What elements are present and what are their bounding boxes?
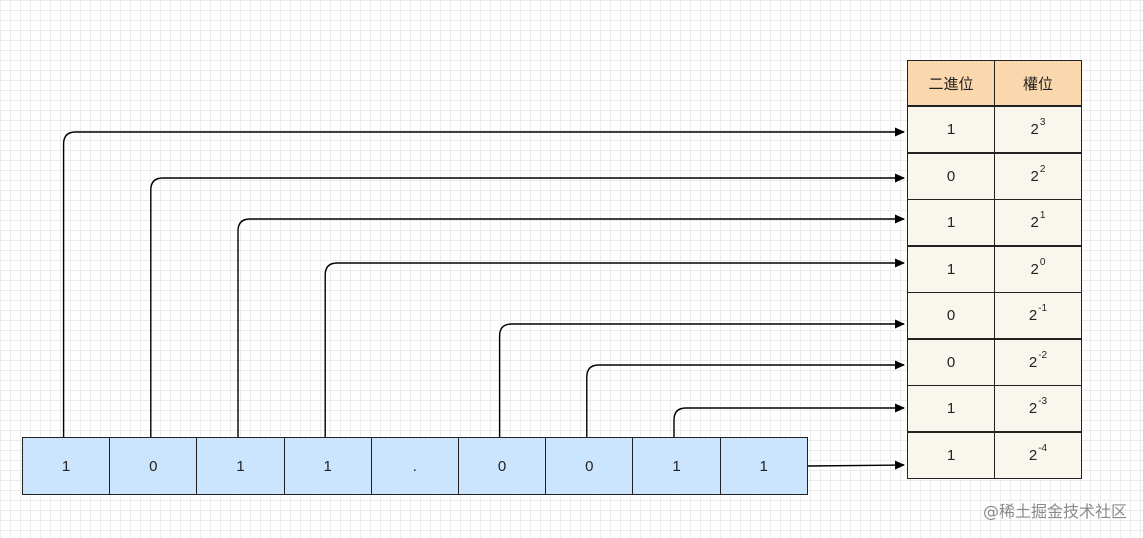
weight-exponent: -4: [1038, 442, 1048, 454]
binary-digit-cell: 1: [907, 199, 995, 246]
binary-digit-cell: 1: [907, 245, 995, 293]
weight-base: 2: [1028, 400, 1038, 417]
weight-exponent: 1: [1039, 210, 1046, 221]
bit-cell: 1: [632, 437, 721, 495]
connector-arrow: [586, 360, 905, 437]
weight-base: 2: [1028, 307, 1038, 324]
weight-exponent: 0: [1039, 256, 1046, 268]
weight-exponent: -2: [1038, 349, 1048, 361]
weight-base: 2: [1030, 167, 1039, 185]
place-weight-cell: 2-2: [994, 338, 1082, 386]
weight-base: 2: [1030, 121, 1039, 138]
watermark: @稀土掘金技术社区: [982, 502, 1127, 521]
binary-digit-cell: 1: [907, 385, 995, 432]
connector-arrow: [673, 403, 905, 437]
radix-point-cell: .: [370, 437, 459, 495]
place-weight-cell: 2-1: [994, 292, 1082, 339]
weight-exponent: 2: [1039, 163, 1046, 175]
bit-cell: 1: [22, 437, 111, 495]
connector-arrow: [62, 127, 905, 437]
connector-arrow: [324, 258, 905, 437]
weight-exponent: -1: [1038, 303, 1048, 314]
bit-cell: 1: [719, 437, 808, 495]
binary-digit-cell: 0: [907, 292, 995, 339]
bit-cell: 0: [109, 437, 198, 495]
weight-base: 2: [1030, 214, 1039, 231]
connector-arrow: [807, 460, 905, 470]
binary-digit-cell: 1: [907, 106, 995, 153]
header-binary: 二進位: [907, 60, 995, 106]
bit-cell: 0: [545, 437, 634, 495]
binary-digit-cell: 1: [907, 431, 995, 479]
binary-digit-cell: 0: [907, 152, 995, 200]
weight-base: 2: [1030, 260, 1039, 278]
weight-base: 2: [1028, 446, 1038, 464]
place-weight-cell: 2-3: [994, 385, 1082, 432]
connector-arrow: [498, 319, 905, 437]
header-weight: 權位: [994, 60, 1082, 106]
place-weight-cell: 2-4: [994, 431, 1082, 479]
connector-arrow: [237, 214, 905, 437]
bit-cell: 1: [196, 437, 285, 495]
bit-cell: 0: [458, 437, 547, 495]
weight-exponent: -3: [1038, 396, 1048, 407]
connector-arrow: [150, 173, 905, 437]
binary-digit-cell: 0: [907, 338, 995, 386]
weight-exponent: 3: [1039, 117, 1046, 128]
weight-base: 2: [1028, 353, 1038, 371]
bit-cell: 1: [283, 437, 372, 495]
